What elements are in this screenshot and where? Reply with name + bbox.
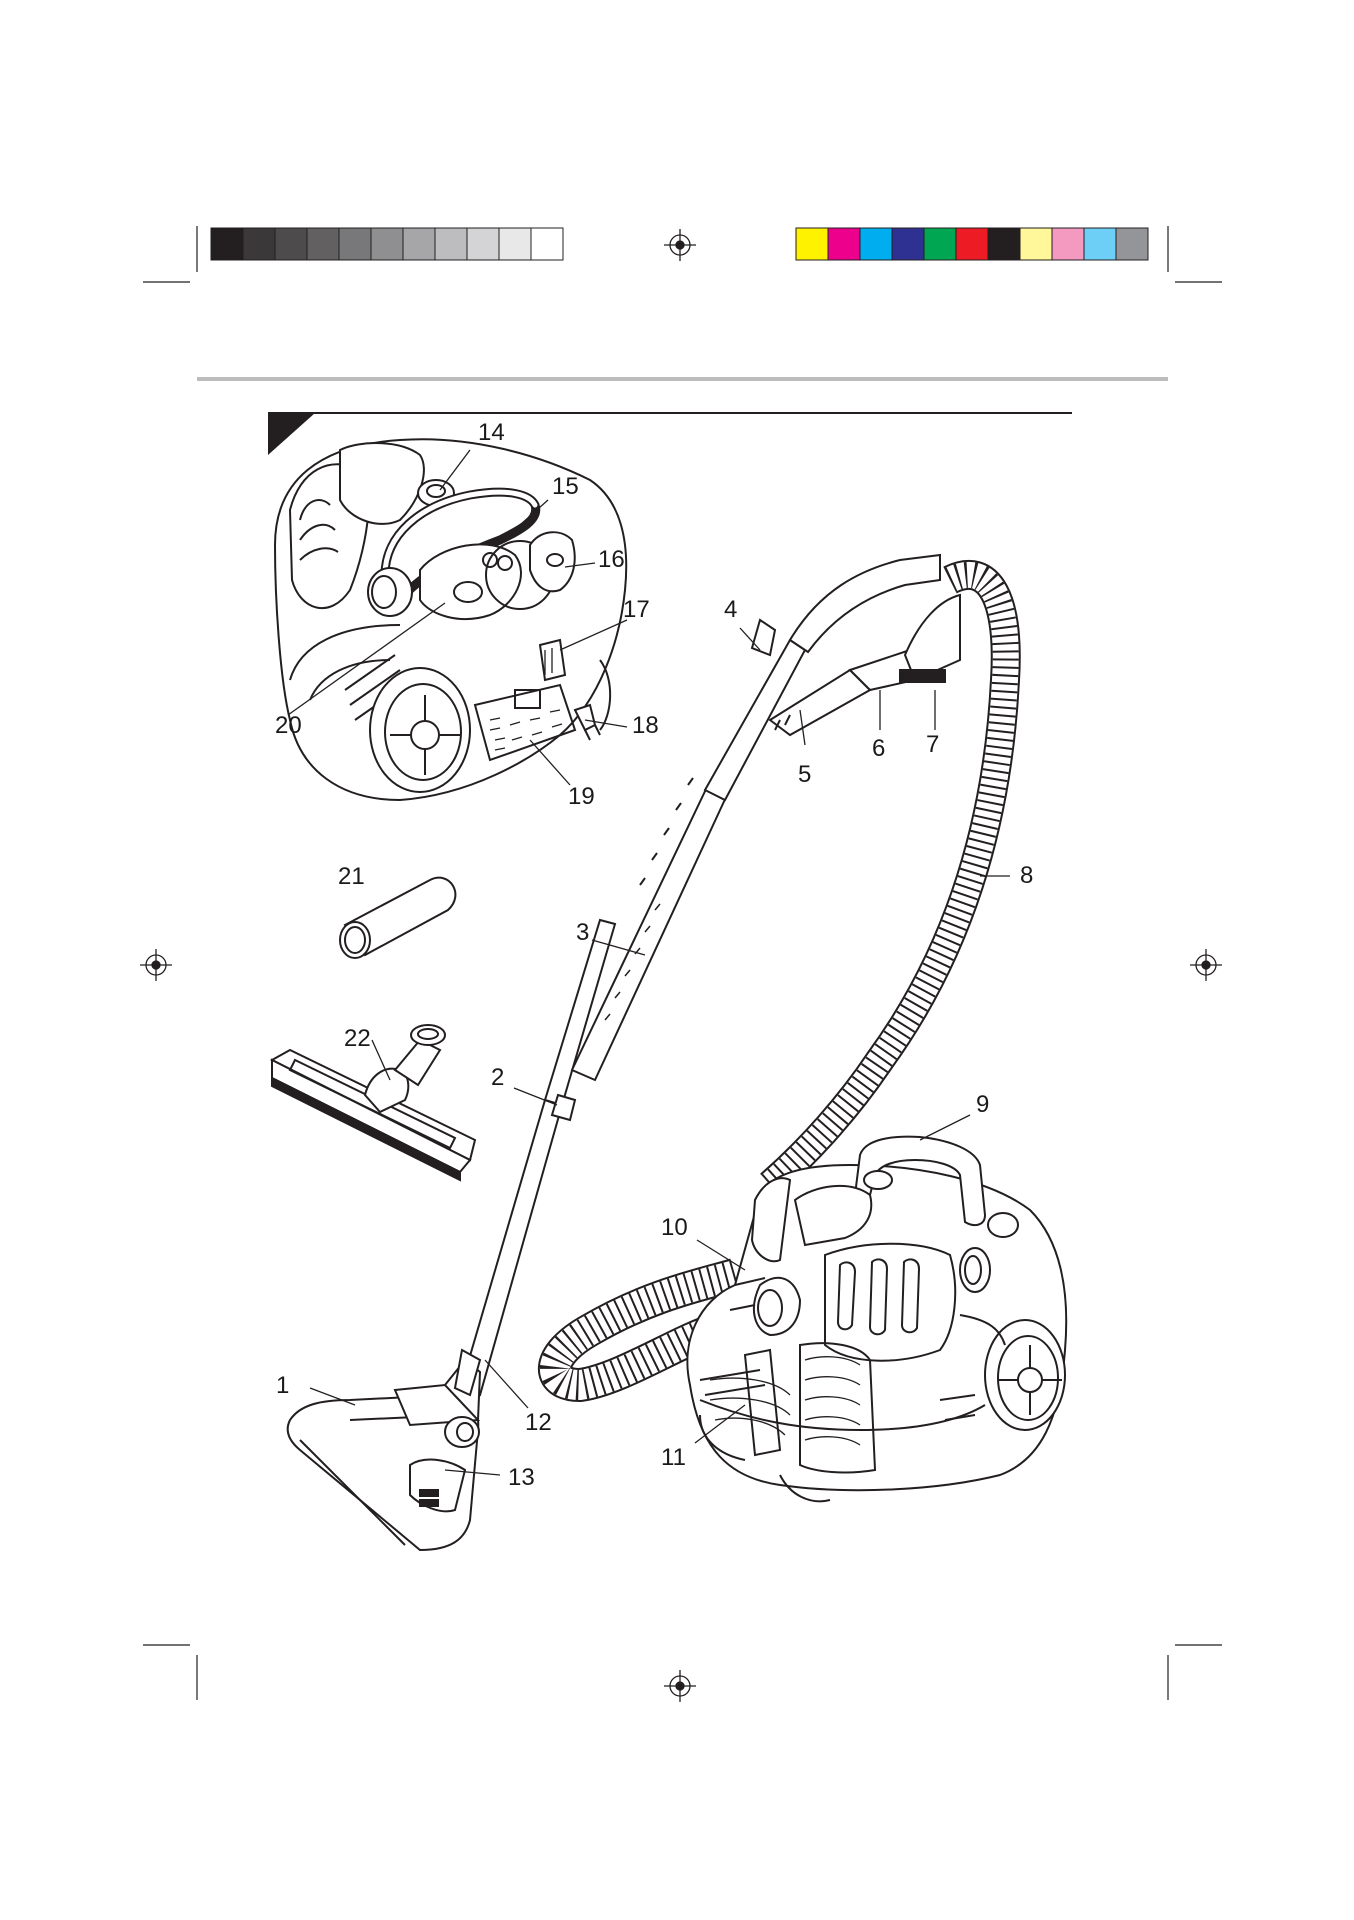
- callout-labels: 1 2 3 4 5 6 7 8 9 10 11 12 13 14 15 16 1…: [275, 419, 1033, 1491]
- color-swatch: [795, 227, 829, 261]
- color-swatch: [1019, 227, 1053, 261]
- color-swatch: [987, 227, 1021, 261]
- grayscale-swatch: [498, 227, 532, 261]
- callout-2: 2: [491, 1064, 504, 1091]
- grayscale-swatch: [274, 227, 308, 261]
- callout-8: 8: [1020, 862, 1033, 889]
- color-swatch: [1115, 227, 1149, 261]
- vacuum-body: [686, 1135, 1068, 1503]
- color-swatch: [955, 227, 989, 261]
- color-calibration-bar: [795, 227, 1149, 261]
- crosshair-target-icon: [1190, 949, 1222, 981]
- grayscale-swatch: [210, 227, 244, 261]
- callout-20: 20: [275, 712, 302, 739]
- callout-22: 22: [344, 1025, 371, 1052]
- color-swatch: [859, 227, 893, 261]
- grayscale-swatch: [242, 227, 276, 261]
- corner-tab: [268, 413, 315, 455]
- callout-14: 14: [478, 419, 505, 446]
- grayscale-swatch: [306, 227, 340, 261]
- grayscale-swatch: [530, 227, 564, 261]
- callout-11: 11: [661, 1444, 686, 1471]
- extension-tube-accessory: [339, 876, 457, 959]
- callout-6: 6: [872, 735, 885, 762]
- callout-9: 9: [976, 1091, 989, 1118]
- color-swatch: [891, 227, 925, 261]
- callout-1: 1: [276, 1372, 289, 1399]
- vacuum-rear-view: [273, 438, 628, 802]
- crosshair-target-icon: [140, 949, 172, 981]
- callout-4: 4: [724, 596, 737, 623]
- callout-15: 15: [552, 473, 579, 500]
- leader-lines: [287, 449, 1010, 1476]
- color-swatch: [827, 227, 861, 261]
- callout-13: 13: [508, 1464, 535, 1491]
- callout-10: 10: [661, 1214, 688, 1241]
- crosshair-target-icon: [664, 229, 696, 261]
- grayscale-swatch: [434, 227, 468, 261]
- grayscale-swatch: [370, 227, 404, 261]
- parquet-brush-accessory: [269, 1024, 477, 1182]
- grayscale-calibration-bar: [210, 227, 564, 261]
- suction-hose: [538, 560, 1021, 1403]
- callout-7: 7: [926, 731, 939, 758]
- color-swatch: [923, 227, 957, 261]
- crosshair-target-icon: [664, 1670, 696, 1702]
- grayscale-swatch: [338, 227, 372, 261]
- crop-marks: [143, 226, 1222, 1700]
- callout-12: 12: [525, 1409, 552, 1436]
- callout-5: 5: [798, 761, 811, 788]
- callout-18: 18: [632, 712, 659, 739]
- crevice-and-dusting-tools: [768, 593, 961, 737]
- grayscale-swatch: [402, 227, 436, 261]
- callout-19: 19: [568, 783, 595, 810]
- grayscale-swatch: [466, 227, 500, 261]
- callout-21: 21: [338, 863, 365, 890]
- callout-3: 3: [576, 919, 589, 946]
- telescopic-tube: [458, 553, 941, 1397]
- callout-17: 17: [623, 596, 650, 623]
- callout-16: 16: [598, 546, 625, 573]
- color-swatch: [1051, 227, 1085, 261]
- color-swatch: [1083, 227, 1117, 261]
- floor-nozzle: [286, 1348, 482, 1552]
